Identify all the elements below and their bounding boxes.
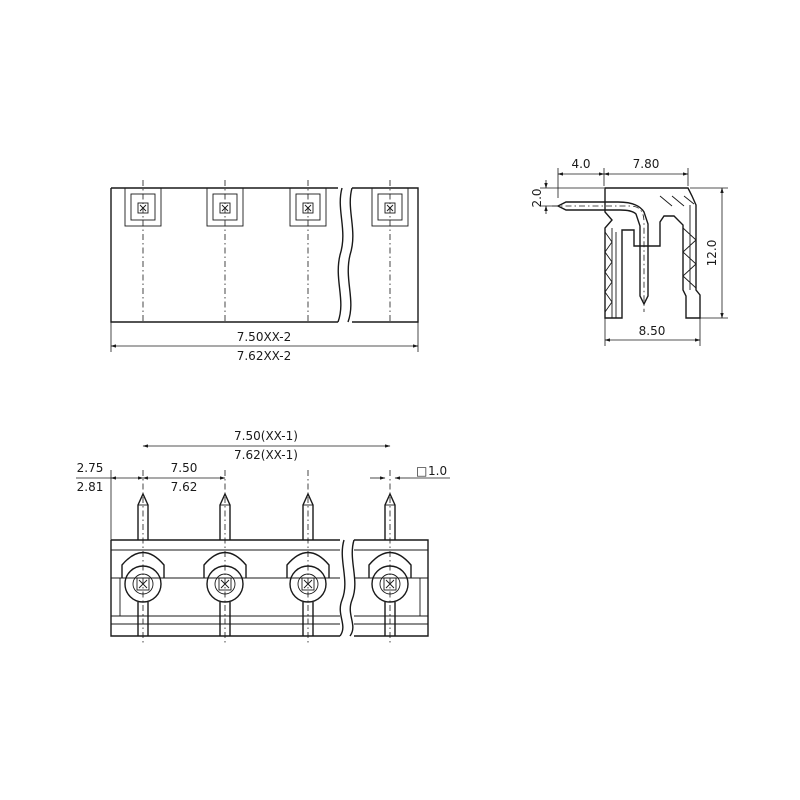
front-view-break-line-right [349, 539, 356, 637]
front-view-pitch-b-label: 7.62 [171, 480, 198, 494]
side-view: 4.0 7.80 2.0 12.0 8.50 [530, 157, 728, 346]
front-view-edge-b-label: 2.81 [77, 480, 104, 494]
side-view-pin-height-label: 2.0 [530, 188, 544, 207]
front-view-body-outline [110, 539, 429, 637]
front-view-span-b-label: 7.62(XX-1) [234, 448, 298, 462]
side-view-width-label: 7.80 [633, 157, 660, 171]
front-view-terminal-1 [121, 470, 165, 645]
front-view-pitch-a-label: 7.50 [171, 461, 198, 475]
side-view-pin [556, 201, 649, 306]
top-view-terminal-1 [124, 180, 162, 322]
top-view-terminal-2 [206, 180, 244, 322]
front-view-end-tabs [111, 577, 428, 617]
top-view-pitch-a-label: 7.50XX-2 [237, 330, 292, 344]
front-view-break-line-left [339, 539, 346, 637]
top-view-break-line-left [337, 187, 344, 323]
top-view-terminal-3 [289, 180, 327, 322]
front-view-span-a-label: 7.50(XX-1) [234, 429, 298, 443]
side-view-housing-outline [604, 187, 701, 319]
front-view-edge-a-label: 2.75 [77, 461, 104, 475]
top-view-terminal-4 [371, 180, 409, 322]
top-view-pitch-b-label: 7.62XX-2 [237, 349, 292, 363]
side-view-height-label: 12.0 [705, 240, 719, 267]
front-view-terminal-4 [368, 470, 412, 645]
top-view: 7.50XX-2 7.62XX-2 [110, 180, 419, 363]
side-view-inner-walls [611, 205, 691, 318]
side-view-hatch-right [659, 195, 697, 289]
side-view-offset-label: 4.0 [571, 157, 590, 171]
front-view-terminal-2 [203, 470, 247, 645]
side-view-bottom-width-label: 8.50 [639, 324, 666, 338]
side-view-pin-centerline [552, 205, 645, 312]
front-view-pin-square-label: 1.0 [428, 464, 447, 478]
side-view-hatch-left [604, 231, 613, 313]
top-view-break-line-right [347, 187, 354, 323]
front-view: 7.50(XX-1) 7.62(XX-1) 2.75 2.81 7.50 7.6… [76, 429, 450, 645]
front-view-pin-square-symbol: □ [416, 464, 427, 478]
front-view-terminal-3 [286, 470, 330, 645]
